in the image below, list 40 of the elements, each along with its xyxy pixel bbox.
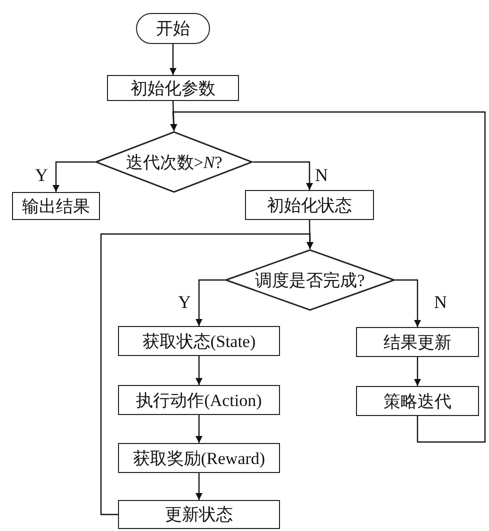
arrow bbox=[52, 161, 95, 192]
arrow bbox=[170, 44, 176, 75]
node-label: 获取奖励(Reward) bbox=[132, 450, 266, 466]
node-label: 输出结果 bbox=[22, 198, 90, 214]
arrow bbox=[196, 356, 202, 385]
decision-diamond bbox=[95, 131, 253, 193]
node-label: 开始 bbox=[156, 20, 190, 37]
process-box bbox=[118, 385, 280, 415]
edge-label: Y bbox=[34, 166, 49, 184]
node-label: 迭代次数>N? bbox=[126, 154, 222, 170]
process-box bbox=[118, 326, 280, 356]
node-label: 初始化参数 bbox=[130, 80, 216, 96]
start-terminal bbox=[136, 13, 210, 44]
process-box bbox=[356, 386, 479, 416]
edge-label: Y bbox=[177, 293, 192, 311]
process-box bbox=[12, 192, 100, 220]
node-label: 获取状态(State) bbox=[142, 332, 256, 350]
edge-label: N bbox=[433, 293, 448, 311]
arrow bbox=[170, 111, 486, 443]
process-box bbox=[118, 500, 280, 529]
process-box bbox=[118, 443, 280, 473]
arrow bbox=[196, 279, 225, 326]
arrow bbox=[414, 357, 421, 386]
process-box bbox=[245, 190, 374, 220]
arrow bbox=[196, 473, 202, 500]
edge-label: N bbox=[314, 166, 329, 184]
arrow bbox=[100, 233, 314, 516]
node-label: 执行动作(Action) bbox=[136, 392, 262, 408]
decision-diamond bbox=[225, 249, 395, 311]
arrow bbox=[196, 415, 202, 443]
process-box bbox=[107, 75, 239, 101]
node-label: 结果更新 bbox=[384, 334, 452, 350]
node-label: 调度是否完成? bbox=[255, 272, 365, 288]
node-label: 策略迭代 bbox=[384, 392, 452, 410]
node-label: 更新状态 bbox=[165, 506, 233, 523]
process-box bbox=[356, 327, 479, 357]
node-label: 初始化状态 bbox=[267, 196, 352, 214]
arrow bbox=[253, 161, 313, 190]
arrow bbox=[395, 279, 421, 327]
arrow bbox=[170, 100, 178, 132]
